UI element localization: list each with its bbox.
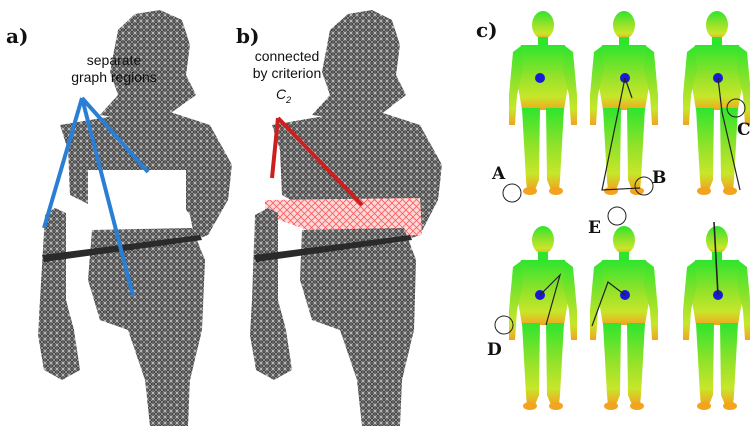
marker-b: B (652, 168, 666, 188)
marker-d: D (487, 340, 502, 360)
geodesic-figures (495, 11, 750, 410)
marker-a: A (492, 164, 505, 184)
criterion-symbol: C2 (276, 86, 291, 105)
annotation-b-line1: connected (232, 48, 342, 65)
annotation-a-line2: graph regions (44, 69, 184, 86)
marker-circle-a (503, 184, 521, 202)
annotation-b-line2: by criterion (232, 65, 342, 82)
connected-criterion-annotation: connected by criterion (232, 48, 342, 82)
panel-label-a: a) (6, 24, 28, 48)
criterion-subscript: 2 (286, 95, 291, 105)
panel-label-c: c) (476, 18, 498, 42)
criterion-letter: C (276, 86, 286, 102)
annotation-a-line1: separate (44, 52, 184, 69)
marker-c: C (737, 120, 750, 140)
center-point-1 (535, 73, 545, 83)
marker-circle-e (608, 207, 626, 225)
human-figure-4 (509, 226, 577, 410)
panel-label-b: b) (236, 24, 259, 48)
human-figure-5 (590, 226, 658, 410)
marker-e: E (588, 218, 601, 238)
human-figure-1 (509, 11, 577, 195)
separate-regions-annotation: separate graph regions (44, 52, 184, 86)
human-figure-3 (683, 11, 750, 195)
human-figure-2 (590, 11, 658, 195)
